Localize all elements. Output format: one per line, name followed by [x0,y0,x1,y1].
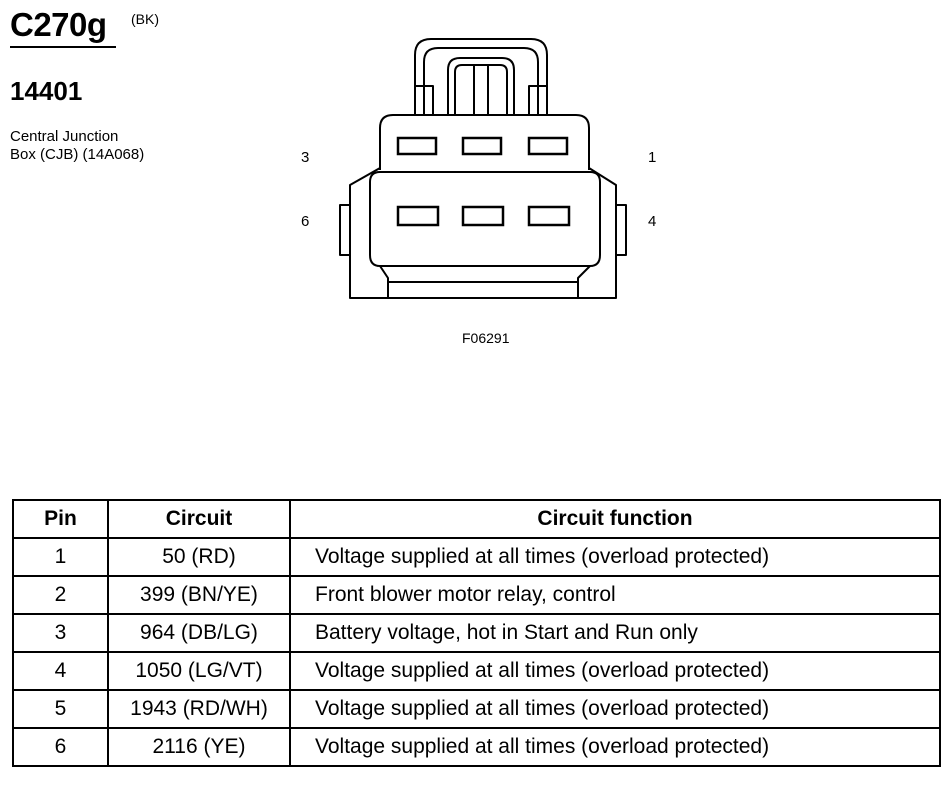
function-cell: Voltage supplied at all times (overload … [289,727,941,767]
latch-block [447,57,515,115]
table-row: 3 964 (DB/LG) Battery voltage, hot in St… [12,613,941,653]
table-row: 6 2116 (YE) Voltage supplied at all time… [12,727,941,767]
figure-id: F06291 [462,330,510,346]
bottom-key-right [577,265,591,298]
pin-label-top-right: 1 [648,149,656,166]
circuit-cell: 2116 (YE) [107,727,291,767]
latch-hook-right [528,85,547,115]
header-circuit: Circuit [107,499,291,539]
pin-label-top-left: 3 [301,149,309,166]
description-line-2: Box (CJB) (14A068) [10,146,145,163]
pin-label-bottom-left: 6 [301,213,309,230]
latch-block-inner [454,64,508,115]
latch-inner [423,47,539,115]
circuit-cell: 1050 (LG/VT) [107,651,291,691]
terminal-cavity-pin-3 [396,136,438,156]
function-cell: Battery voltage, hot in Start and Run on… [289,613,941,653]
main-housing [349,167,617,299]
connector-face-diagram: 3 1 6 4 [301,38,656,299]
connector-id: C270g [10,6,107,43]
terminal-cavity-pin-5 [461,205,505,227]
connector-color-code: (BK) [131,11,159,27]
table-row: 5 1943 (RD/WH) Voltage supplied at all t… [12,689,941,729]
pin-cell: 5 [12,689,109,729]
function-cell: Voltage supplied at all times (overload … [289,689,941,729]
pin-cell: 6 [12,727,109,767]
pin-cell: 3 [12,613,109,653]
function-cell: Front blower motor relay, control [289,575,941,615]
terminal-cavity-pin-6 [396,205,440,227]
connector-description: Central Junction Box (CJB) (14A068) [10,128,144,164]
table-header-row: Pin Circuit Circuit function [12,499,941,539]
header-circuit-function: Circuit function [289,499,941,539]
pinout-table: Pin Circuit Circuit function 1 50 (RD) V… [12,499,941,767]
function-cell: Voltage supplied at all times (overload … [289,537,941,577]
side-guide-right [616,204,627,256]
pin-cell: 1 [12,537,109,577]
bottom-key-left [379,265,389,298]
table-row: 2 399 (BN/YE) Front blower motor relay, … [12,575,941,615]
header-pin: Pin [12,499,109,539]
latch-hook-left [415,85,434,115]
description-line-1: Central Junction [10,128,119,145]
inner-body [369,171,601,267]
title-underline [10,46,116,48]
function-cell: Voltage supplied at all times (overload … [289,651,941,691]
pin-label-bottom-right: 4 [648,213,656,230]
upper-housing [379,114,590,170]
pin-cell: 4 [12,651,109,691]
terminal-cavity-pin-1 [527,136,569,156]
pin-cell: 2 [12,575,109,615]
side-guide-left [339,204,350,256]
table-row: 1 50 (RD) Voltage supplied at all times … [12,537,941,577]
part-number: 14401 [10,76,83,106]
table-row: 4 1050 (LG/VT) Voltage supplied at all t… [12,651,941,691]
circuit-cell: 1943 (RD/WH) [107,689,291,729]
circuit-cell: 50 (RD) [107,537,291,577]
circuit-cell: 399 (BN/YE) [107,575,291,615]
terminal-cavity-pin-2 [461,136,503,156]
latch-outer [414,38,548,115]
circuit-cell: 964 (DB/LG) [107,613,291,653]
terminal-cavity-pin-4 [527,205,571,227]
